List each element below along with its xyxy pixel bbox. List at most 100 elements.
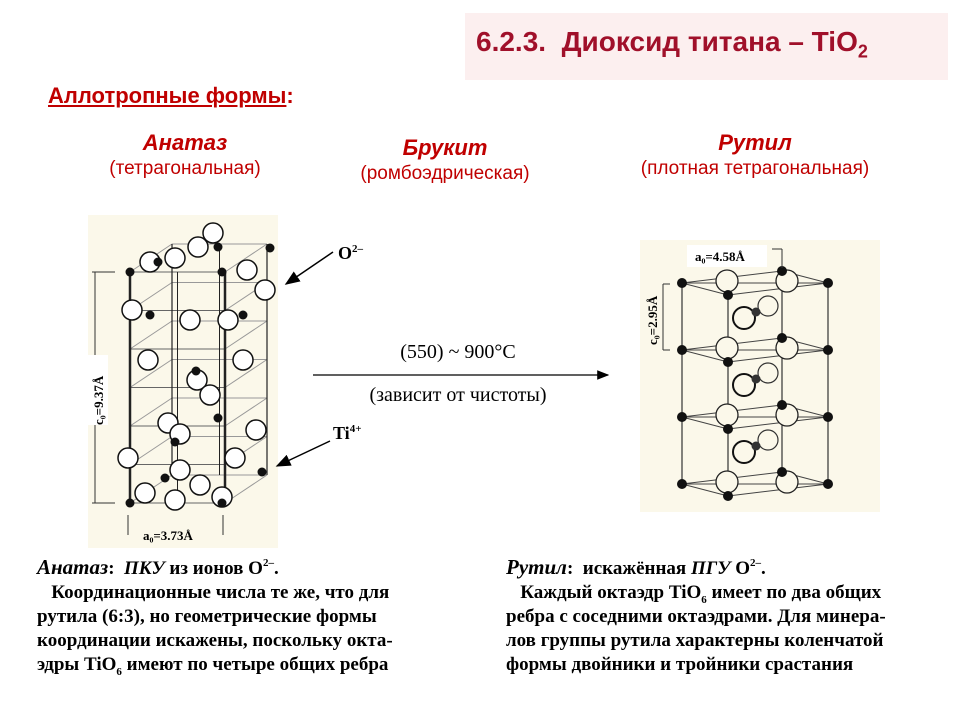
oxygen-atom (217, 309, 239, 331)
titanium-charge: 4+ (349, 423, 362, 435)
oxygen-atom (224, 447, 246, 469)
oxygen-atom (715, 336, 739, 360)
anatase-line-5: эдры TiO6 имеют по четыре общих ребра (37, 653, 393, 677)
titanium-atom (125, 498, 135, 508)
bond-line (727, 416, 829, 430)
anatase-line-4: координации искажены, поскольку окта- (37, 630, 393, 651)
t: 2– (749, 557, 761, 569)
form-system: (ромбоэдрическая) (360, 163, 530, 184)
t: 6 (701, 593, 707, 606)
titanium-atom (257, 467, 267, 477)
form-anatase: Анатаз (тетрагональная) (35, 130, 335, 180)
titanium-atom (677, 479, 687, 489)
titanium-atom (191, 366, 201, 376)
bond-line (681, 282, 729, 296)
anatase-line-3: рутила (6:3), но геометрические формы (37, 606, 377, 627)
oxygen-atom (715, 470, 739, 494)
titanium-atom (125, 267, 135, 277)
oxygen-pointer-arrow (284, 251, 334, 285)
rutile-line-5: формы двойники и тройники срастания (506, 654, 854, 675)
rutile-figure-bg (640, 240, 880, 512)
t: . (760, 558, 766, 579)
titanium-atom (265, 243, 275, 253)
titanium-atom (677, 412, 687, 422)
titanium-atom (153, 257, 163, 267)
rutile-a-dimension: a₀=4.58Å (695, 249, 746, 264)
titanium-atom (160, 473, 170, 483)
oxygen-atom (202, 222, 224, 244)
oxygen-atom (715, 269, 739, 293)
titanium-atom (238, 310, 248, 320)
oxygen-label: O2– (338, 243, 363, 264)
bond-line (727, 483, 829, 497)
form-system: (плотная тетрагональная) (640, 158, 870, 179)
section-heading-text: Аллотропные формы (48, 83, 287, 108)
oxygen-atom (757, 295, 779, 317)
anatase-line-1: Анатаз: ПКУ из ионов O2–. (37, 555, 393, 581)
titanium-atom (751, 441, 761, 451)
oxygen-charge: 2– (352, 243, 364, 255)
titanium-atom (751, 307, 761, 317)
t: . (273, 558, 279, 579)
form-name: Рутил (718, 130, 792, 155)
anatase-structure (117, 222, 276, 511)
t: имеют по четыре общих ребра (121, 654, 389, 675)
titanium-atom (145, 310, 155, 320)
form-system: (тетрагональная) (109, 158, 261, 179)
form-brookite: Брукит (ромбоэдрическая) (295, 135, 595, 185)
titanium-atom (777, 333, 787, 343)
oxygen-atom (232, 349, 254, 371)
anatase-c-dimension: c₀=9.37Å (91, 375, 106, 425)
rutile-line-2: Каждый октаэдр TiO6 имеет по два общих (506, 581, 886, 605)
grid-line (224, 359, 268, 388)
grid-line (224, 397, 268, 427)
titanium-atom (751, 374, 761, 384)
titanium-atom (777, 266, 787, 276)
t: 6 (116, 665, 122, 678)
anatase-line-2: Координационные числа те же, что для (37, 582, 390, 603)
t: из ионов O (164, 558, 263, 579)
oxygen-atom (245, 419, 267, 441)
titanium-atom (723, 424, 733, 434)
title-text: 6.2.3. Диоксид титана – TiO (476, 26, 858, 57)
t: имеет по два общих (706, 582, 882, 603)
bond-line (681, 349, 729, 363)
t: Каждый октаэдр TiO (506, 582, 702, 603)
titanium-atom (213, 413, 223, 423)
anatase-description: Анатаз: ПКУ из ионов O2–. Координационны… (37, 555, 393, 677)
oxygen-symbol: O (338, 243, 353, 263)
rutile-line-1: Рутил: искажённая ПГУ O2–. (506, 555, 886, 581)
section-heading-colon: : (286, 83, 294, 108)
oxygen-atom (236, 259, 258, 281)
oxygen-atom (715, 403, 739, 427)
titanium-pointer-arrow (275, 440, 331, 467)
titanium-atom (217, 498, 227, 508)
transition-temperature: (550) ~ 900°C (400, 341, 516, 363)
bond-line (681, 483, 729, 497)
titanium-atom (213, 242, 223, 252)
oxygen-atom (189, 474, 211, 496)
t: : (108, 558, 125, 579)
t: эдры TiO (37, 654, 117, 675)
slide-title: 6.2.3. Диоксид титана – TiO2 (476, 26, 868, 63)
rutile-dimension-lines (662, 248, 783, 351)
titanium-atom (823, 345, 833, 355)
title-box (465, 13, 948, 80)
oxygen-atom (179, 309, 201, 331)
oxygen-atom (164, 247, 186, 269)
grid-line (224, 320, 268, 350)
oxygen-atom (137, 349, 159, 371)
anatase-head: Анатаз (37, 555, 109, 579)
t: O (730, 558, 750, 579)
rutile-line-3: ребра с соседними октаэдрами. Для минера… (506, 606, 886, 627)
titanium-atom (723, 290, 733, 300)
titanium-atom (777, 467, 787, 477)
t: : искажённая (566, 558, 691, 579)
t: ПГУ (690, 558, 731, 579)
titanium-atom (677, 345, 687, 355)
oxygen-atom (164, 489, 186, 511)
oxygen-atom (134, 482, 156, 504)
oxygen-atom (757, 429, 779, 451)
rutile-c-dimension: c₀=2.95Å (645, 295, 660, 345)
section-heading: Аллотропные формы: (48, 83, 294, 109)
